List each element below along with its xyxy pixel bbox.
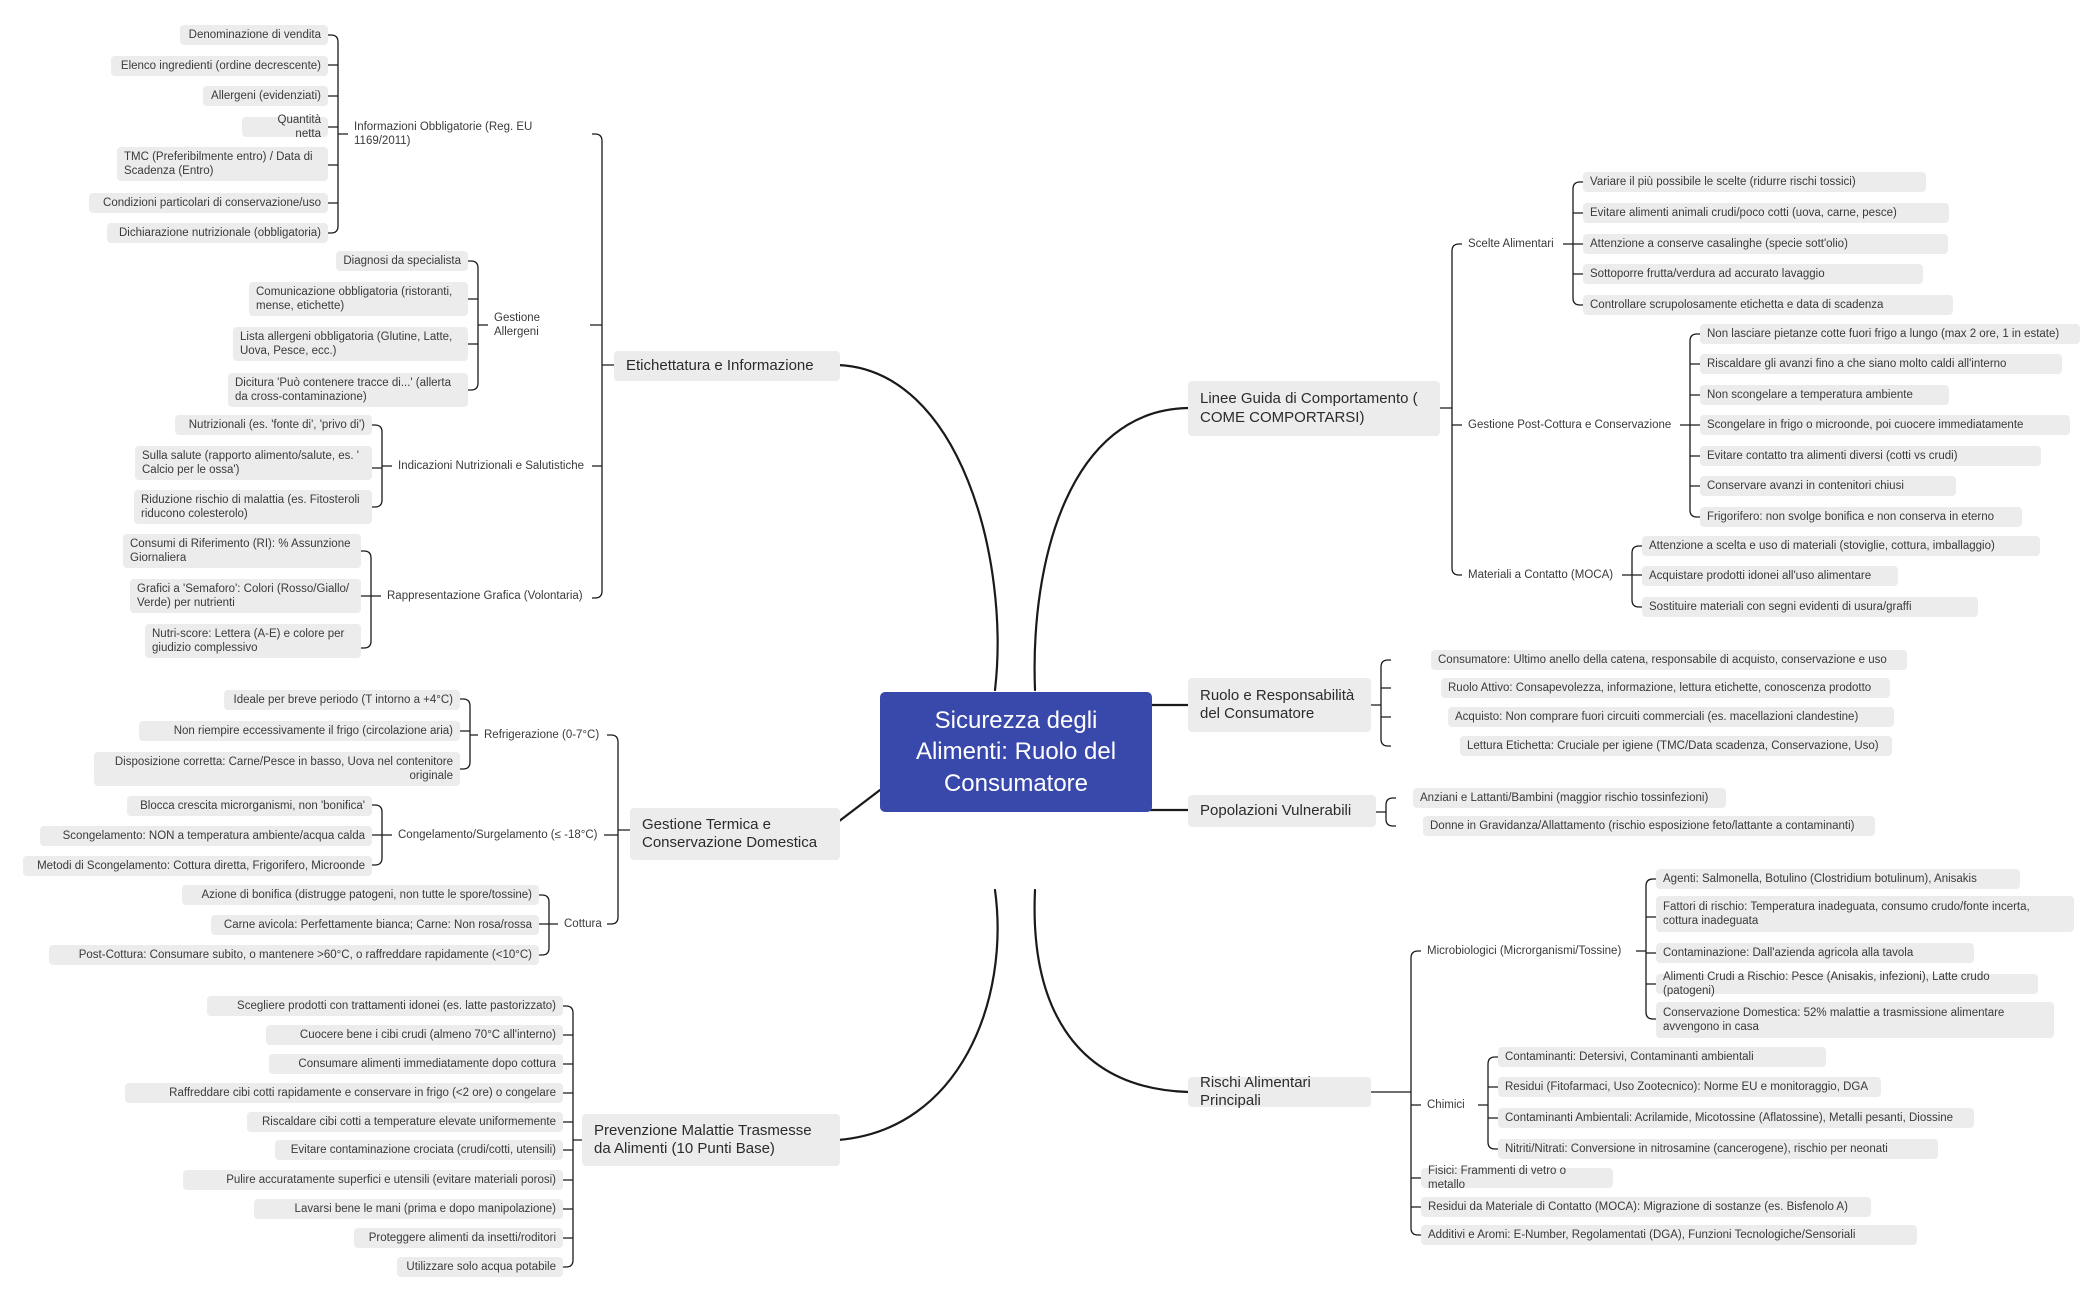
topic-informazioni-obbligatorie[interactable]: Informazioni Obbligatorie (Reg. EU 1169/… xyxy=(354,120,533,147)
leaf-comunicazione-obbligatoria[interactable]: Comunicazione obbligatoria (ristoranti, … xyxy=(249,282,468,316)
branch-ruolo[interactable]: Ruolo e Responsabilità del Consumatore xyxy=(1188,678,1371,732)
leaf-prevenzione-4[interactable]: Raffreddare cibi cotti rapidamente e con… xyxy=(125,1083,563,1103)
leaf-prevenzione-3[interactable]: Consumare alimenti immediatamente dopo c… xyxy=(269,1054,563,1074)
leaf-controllare-etichetta[interactable]: Controllare scrupolosamente etichetta e … xyxy=(1583,295,1953,315)
leaf-prevenzione-2[interactable]: Cuocere bene i cibi crudi (almeno 70°C a… xyxy=(266,1025,563,1045)
leaf-anziani-lattanti[interactable]: Anziani e Lattanti/Bambini (maggior risc… xyxy=(1413,788,1726,808)
leaf-nutrizionali[interactable]: Nutrizionali (es. 'fonte di', 'privo di'… xyxy=(175,415,372,435)
leaf-nutri-score[interactable]: Nutri-score: Lettera (A-E) e colore per … xyxy=(145,624,361,658)
leaf-non-scongelare[interactable]: Non scongelare a temperatura ambiente xyxy=(1700,385,1949,405)
topic-indicazioni-nutrizionali[interactable]: Indicazioni Nutrizionali e Salutistiche xyxy=(398,459,585,472)
leaf-contaminanti[interactable]: Contaminanti: Detersivi, Contaminanti am… xyxy=(1498,1047,1826,1067)
leaf-quantita-netta[interactable]: Quantità netta xyxy=(242,114,328,140)
leaf-prodotti-idonei[interactable]: Acquistare prodotti idonei all'uso alime… xyxy=(1642,566,1898,586)
leaf-dichiarazione-nutrizionale[interactable]: Dichiarazione nutrizionale (obbligatoria… xyxy=(107,223,328,243)
leaf-elenco-ingredienti[interactable]: Elenco ingredienti (ordine decrescente) xyxy=(111,56,328,76)
leaf-non-riempire-frigo[interactable]: Non riempire eccessivamente il frigo (ci… xyxy=(139,721,460,741)
topic-post-cottura[interactable]: Gestione Post-Cottura e Conservazione xyxy=(1468,418,1672,431)
leaf-alimenti-crudi[interactable]: Alimenti Crudi a Rischio: Pesce (Anisaki… xyxy=(1656,971,2038,997)
leaf-conservazione-domestica[interactable]: Conservazione Domestica: 52% malattie a … xyxy=(1656,1002,2054,1038)
leaf-contenitori-chiusi[interactable]: Conservare avanzi in contenitori chiusi xyxy=(1700,476,1956,496)
leaf-blocca-crescita[interactable]: Blocca crescita microrganismi, non 'boni… xyxy=(127,796,372,816)
leaf-sulla-salute[interactable]: Sulla salute (rapporto alimento/salute, … xyxy=(135,446,372,480)
leaf-azione-bonifica[interactable]: Azione di bonifica (distrugge patogeni, … xyxy=(182,885,539,905)
leaf-scongelare-frigo[interactable]: Scongelare in frigo o microonde, poi cuo… xyxy=(1700,415,2070,435)
topic-cottura[interactable]: Cottura xyxy=(564,917,602,930)
leaf-prevenzione-8[interactable]: Lavarsi bene le mani (prima e dopo manip… xyxy=(254,1199,563,1219)
topic-chimici[interactable]: Chimici xyxy=(1427,1098,1465,1111)
leaf-additivi-aromi[interactable]: Additivi e Aromi: E-Number, Regolamentat… xyxy=(1421,1225,1917,1245)
leaf-prevenzione-5[interactable]: Riscaldare cibi cotti a temperature elev… xyxy=(247,1112,563,1132)
branch-popolazioni[interactable]: Popolazioni Vulnerabili xyxy=(1188,795,1376,827)
leaf-residui-fitofarmaci[interactable]: Residui (Fitofarmaci, Uso Zootecnico): N… xyxy=(1498,1077,1881,1097)
leaf-prevenzione-7[interactable]: Pulire accuratamente superfici e utensil… xyxy=(183,1170,563,1190)
leaf-riduzione-rischio[interactable]: Riduzione rischio di malattia (es. Fitos… xyxy=(134,490,372,524)
leaf-dicitura-tracce[interactable]: Dicitura 'Può contenere tracce di...' (a… xyxy=(228,373,468,407)
branch-etichettatura[interactable]: Etichettatura e Informazione xyxy=(614,351,840,381)
branch-linee-guida[interactable]: Linee Guida di Comportamento ( COME COMP… xyxy=(1188,381,1440,436)
leaf-attenzione-materiali[interactable]: Attenzione a scelta e uso di materiali (… xyxy=(1642,536,2040,556)
leaf-agenti[interactable]: Agenti: Salmonella, Botulino (Clostridiu… xyxy=(1656,869,2020,889)
leaf-prevenzione-10[interactable]: Utilizzare solo acqua potabile xyxy=(397,1257,563,1277)
leaf-denominazione[interactable]: Denominazione di vendita xyxy=(180,25,328,45)
leaf-acquisto[interactable]: Acquisto: Non comprare fuori circuiti co… xyxy=(1448,707,1894,727)
leaf-tmc-scadenza[interactable]: TMC (Preferibilmente entro) / Data di Sc… xyxy=(117,147,328,181)
leaf-scongelamento-non[interactable]: Scongelamento: NON a temperatura ambient… xyxy=(40,826,372,846)
leaf-lavaggio-frutta[interactable]: Sottoporre frutta/verdura ad accurato la… xyxy=(1583,264,1923,284)
leaf-diagnosi-specialista[interactable]: Diagnosi da specialista xyxy=(336,251,468,271)
leaf-allergeni[interactable]: Allergeni (evidenziati) xyxy=(203,86,328,106)
branch-prevenzione[interactable]: Prevenzione Malattie Trasmesse da Alimen… xyxy=(582,1114,840,1166)
leaf-metodi-scongelamento[interactable]: Metodi di Scongelamento: Cottura diretta… xyxy=(23,856,372,876)
topic-scelte-alimentari[interactable]: Scelte Alimentari xyxy=(1468,237,1554,250)
leaf-residui-moca[interactable]: Residui da Materiale di Contatto (MOCA):… xyxy=(1421,1197,1871,1217)
leaf-ideale-breve-periodo[interactable]: Ideale per breve periodo (T intorno a +4… xyxy=(224,690,460,710)
leaf-lista-allergeni[interactable]: Lista allergeni obbligatoria (Glutine, L… xyxy=(233,327,468,361)
leaf-lettura-etichetta[interactable]: Lettura Etichetta: Cruciale per igiene (… xyxy=(1460,736,1892,756)
leaf-carne-avicola[interactable]: Carne avicola: Perfettamente bianca; Car… xyxy=(211,915,539,935)
leaf-contaminazione[interactable]: Contaminazione: Dall'azienda agricola al… xyxy=(1656,943,1974,963)
leaf-prevenzione-1[interactable]: Scegliere prodotti con trattamenti idone… xyxy=(207,996,563,1016)
topic-gestione-allergeni[interactable]: Gestione Allergeni xyxy=(494,311,541,338)
leaf-consumi-riferimento[interactable]: Consumi di Riferimento (RI): % Assunzion… xyxy=(123,534,361,568)
topic-rappresentazione-grafica[interactable]: Rappresentazione Grafica (Volontaria) xyxy=(387,589,583,602)
leaf-fisici[interactable]: Fisici: Frammenti di vetro o metallo xyxy=(1421,1165,1613,1191)
leaf-prevenzione-6[interactable]: Evitare contaminazione crociata (crudi/c… xyxy=(275,1140,563,1160)
leaf-evitare-contatto[interactable]: Evitare contatto tra alimenti diversi (c… xyxy=(1700,446,2041,466)
leaf-non-lasciare-pietanze[interactable]: Non lasciare pietanze cotte fuori frigo … xyxy=(1700,324,2080,344)
leaf-grafici-semaforo[interactable]: Grafici a 'Semaforo': Colori (Rosso/Gial… xyxy=(130,579,361,613)
leaf-evitare-crudi[interactable]: Evitare alimenti animali crudi/poco cott… xyxy=(1583,203,1949,223)
topic-congelamento[interactable]: Congelamento/Surgelamento (≤ -18°C) xyxy=(398,828,598,841)
leaf-conserve-casalinghe[interactable]: Attenzione a conserve casalinghe (specie… xyxy=(1583,234,1948,254)
topic-refrigerazione[interactable]: Refrigerazione (0-7°C) xyxy=(484,728,600,741)
leaf-condizioni-conservazione[interactable]: Condizioni particolari di conservazione/… xyxy=(89,193,328,213)
leaf-variare-scelte[interactable]: Variare il più possibile le scelte (ridu… xyxy=(1583,172,1926,192)
leaf-fattori-rischio[interactable]: Fattori di rischio: Temperatura inadegua… xyxy=(1656,896,2074,932)
leaf-consumatore[interactable]: Consumatore: Ultimo anello della catena,… xyxy=(1431,650,1907,670)
leaf-ruolo-attivo[interactable]: Ruolo Attivo: Consapevolezza, informazio… xyxy=(1441,678,1890,698)
leaf-disposizione-corretta[interactable]: Disposizione corretta: Carne/Pesce in ba… xyxy=(94,752,460,786)
topic-moca[interactable]: Materiali a Contatto (MOCA) xyxy=(1468,568,1614,581)
leaf-donne-gravidanza[interactable]: Donne in Gravidanza/Allattamento (rischi… xyxy=(1423,816,1875,836)
leaf-post-cottura[interactable]: Post-Cottura: Consumare subito, o manten… xyxy=(49,945,539,965)
leaf-riscaldare-avanzi[interactable]: Riscaldare gli avanzi fino a che siano m… xyxy=(1700,354,2062,374)
leaf-prevenzione-9[interactable]: Proteggere alimenti da insetti/roditori xyxy=(354,1228,563,1248)
leaf-contaminanti-ambientali[interactable]: Contaminanti Ambientali: Acrilamide, Mic… xyxy=(1498,1108,1974,1128)
branch-gestione-termica[interactable]: Gestione Termica e Conservazione Domesti… xyxy=(630,808,840,860)
root-topic[interactable]: Sicurezza degli Alimenti: Ruolo del Cons… xyxy=(880,692,1152,812)
leaf-sostituire-materiali[interactable]: Sostituire materiali con segni evidenti … xyxy=(1642,597,1978,617)
leaf-nitriti-nitrati[interactable]: Nitriti/Nitrati: Conversione in nitrosam… xyxy=(1498,1139,1938,1159)
leaf-frigorifero[interactable]: Frigorifero: non svolge bonifica e non c… xyxy=(1700,507,2022,527)
branch-rischi[interactable]: Rischi Alimentari Principali xyxy=(1188,1074,1371,1109)
topic-microbiologici[interactable]: Microbiologici (Microrganismi/Tossine) xyxy=(1427,944,1622,957)
